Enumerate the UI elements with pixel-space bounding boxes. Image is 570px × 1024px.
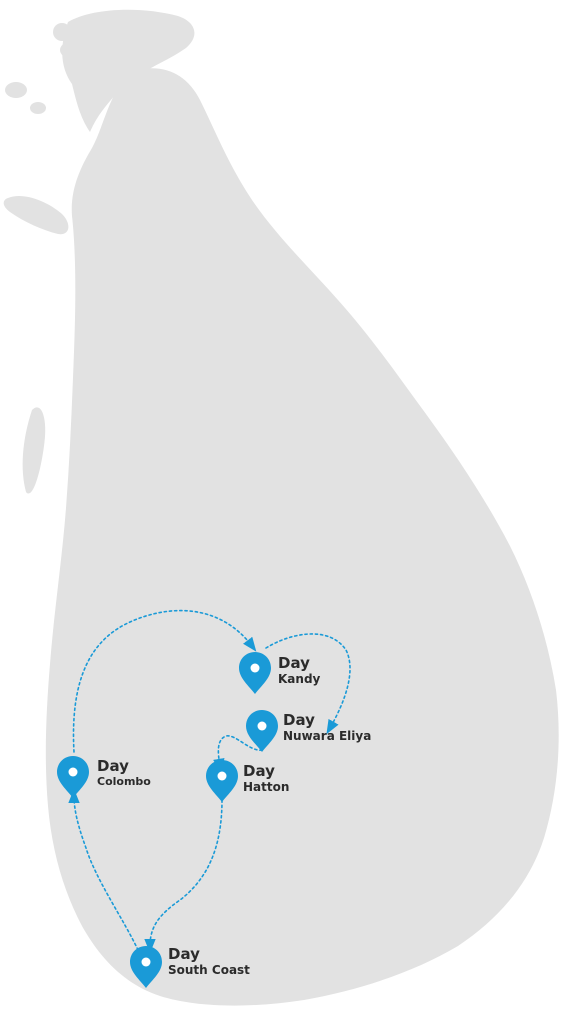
pin-hatton[interactable] xyxy=(206,760,238,802)
route-hatton-to-south-coast xyxy=(144,799,223,954)
pin-kandy[interactable] xyxy=(239,652,271,694)
label-south-coast: Day South Coast xyxy=(168,945,250,977)
day-label: Day xyxy=(283,711,315,729)
day-label: Day xyxy=(168,945,200,963)
route-nuwara-eliya-to-hatton xyxy=(213,735,263,774)
route-lines xyxy=(68,609,351,954)
pin-south-coast[interactable] xyxy=(130,946,162,988)
day-label: Day xyxy=(278,654,310,672)
pin-colombo[interactable] xyxy=(57,756,89,798)
place-label: Hatton xyxy=(243,779,290,794)
map-pin-icon xyxy=(206,760,238,802)
route-south-coast-to-colombo xyxy=(68,788,139,951)
map-pin-icon xyxy=(239,652,271,694)
label-nuwara-eliya: Day Nuwara Eliya xyxy=(283,711,372,743)
place-label: Colombo xyxy=(97,774,151,788)
label-hatton: Day Hatton xyxy=(243,762,290,794)
place-label: South Coast xyxy=(168,962,250,977)
pin-nuwara-eliya[interactable] xyxy=(246,710,278,752)
place-label: Kandy xyxy=(278,671,321,686)
map-pin-icon xyxy=(246,710,278,752)
place-label: Nuwara Eliya xyxy=(283,728,372,743)
island-landmass xyxy=(3,9,559,1006)
label-kandy: Day Kandy xyxy=(278,654,321,686)
route-kandy-to-nuwara-eliya xyxy=(265,633,351,735)
map-pin-icon xyxy=(57,756,89,798)
map-pin-icon xyxy=(130,946,162,988)
label-colombo: Day Colombo xyxy=(97,757,151,788)
day-label: Day xyxy=(97,757,129,775)
day-label: Day xyxy=(243,762,275,780)
route-colombo-to-kandy xyxy=(72,609,257,753)
